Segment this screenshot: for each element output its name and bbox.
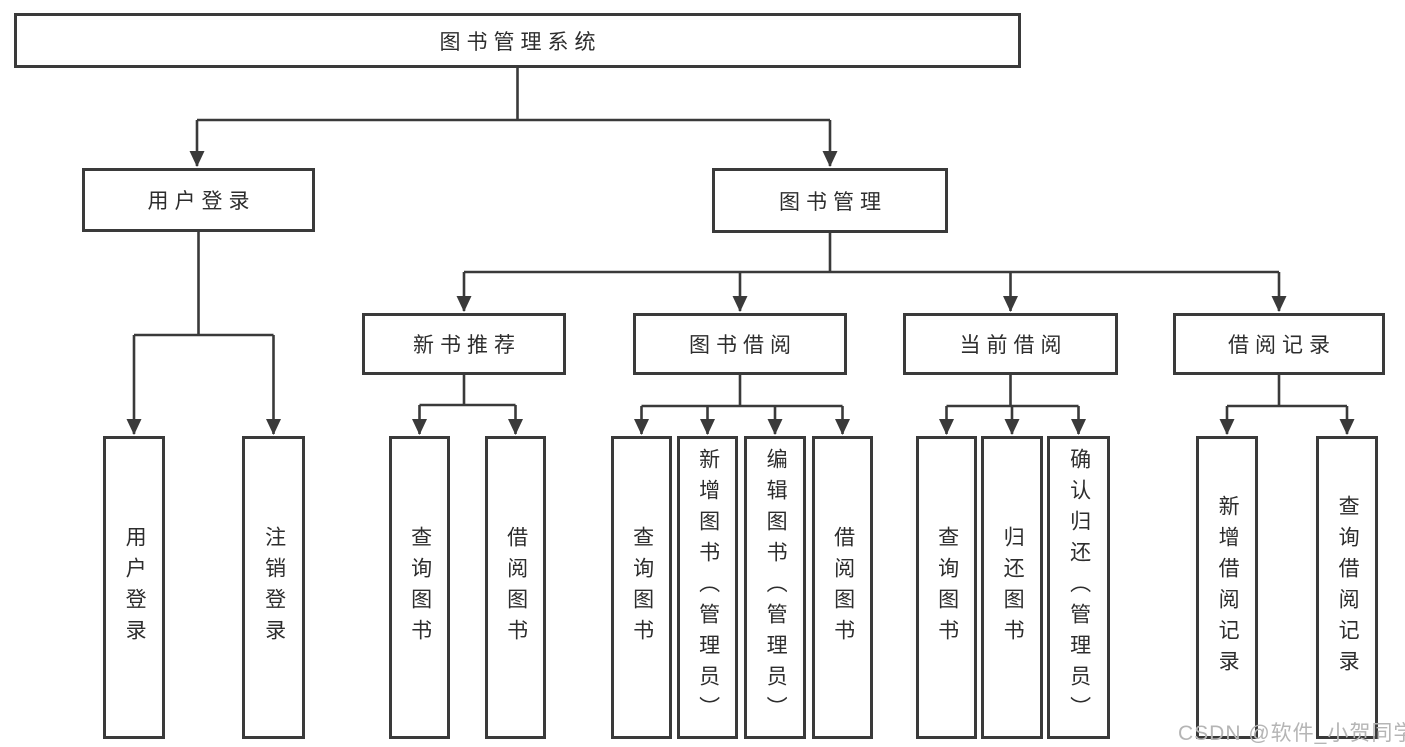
node-label: 图书管理 xyxy=(779,190,887,214)
leaf-logout-login: 注销登录 xyxy=(242,436,305,739)
node-label: 确认归还（管理员） xyxy=(1067,448,1091,727)
leaf-edit-books-admin: 编辑图书（管理员） xyxy=(744,436,806,739)
node-label: 用户登录 xyxy=(123,525,147,650)
node-book-borrowing: 图书借阅 xyxy=(633,313,847,375)
node-label: 归还图书 xyxy=(1001,525,1025,650)
leaf-borrow-books-recommend: 借阅图书 xyxy=(485,436,546,739)
node-label: 查询图书 xyxy=(935,525,959,650)
node-label: 用户登录 xyxy=(147,190,256,213)
leaf-borrow-books-borrowing: 借阅图书 xyxy=(812,436,873,739)
node-label: 图书管理系统 xyxy=(439,30,602,54)
csdn-watermark: CSDN @软件_小贺同学 xyxy=(1178,722,1405,745)
leaf-query-borrow-record: 查询借阅记录 xyxy=(1316,436,1378,739)
node-label: 图书借阅 xyxy=(689,334,797,357)
node-label: 查询图书 xyxy=(630,525,654,650)
node-label: 借阅图书 xyxy=(504,525,528,650)
leaf-add-borrow-record: 新增借阅记录 xyxy=(1196,436,1258,739)
node-user-login: 用户登录 xyxy=(82,168,315,232)
node-label: 新书推荐 xyxy=(413,334,521,357)
node-label: 查询图书 xyxy=(408,525,432,650)
node-label: 编辑图书（管理员） xyxy=(764,448,788,727)
node-label: 借阅图书 xyxy=(831,525,855,650)
node-borrowing-records: 借阅记录 xyxy=(1173,313,1385,375)
leaf-add-books-admin: 新增图书（管理员） xyxy=(677,436,738,739)
leaf-user-login: 用户登录 xyxy=(103,436,165,739)
node-new-book-recommendation: 新书推荐 xyxy=(362,313,566,375)
leaf-return-books: 归还图书 xyxy=(981,436,1043,739)
node-label: 注销登录 xyxy=(262,525,286,650)
leaf-query-books-borrowing: 查询图书 xyxy=(611,436,672,739)
node-label: 当前借阅 xyxy=(959,334,1068,357)
node-label: 查询借阅记录 xyxy=(1336,494,1360,681)
node-label: 借阅记录 xyxy=(1228,334,1336,357)
node-library-management-system: 图书管理系统 xyxy=(14,13,1021,68)
leaf-query-books-recommend: 查询图书 xyxy=(389,436,450,739)
node-label: 新增图书（管理员） xyxy=(696,448,720,727)
node-book-management: 图书管理 xyxy=(712,168,948,233)
node-current-borrowing: 当前借阅 xyxy=(903,313,1118,375)
leaf-query-books-current: 查询图书 xyxy=(916,436,977,739)
leaf-confirm-return-admin: 确认归还（管理员） xyxy=(1047,436,1110,739)
node-label: 新增借阅记录 xyxy=(1216,494,1240,681)
